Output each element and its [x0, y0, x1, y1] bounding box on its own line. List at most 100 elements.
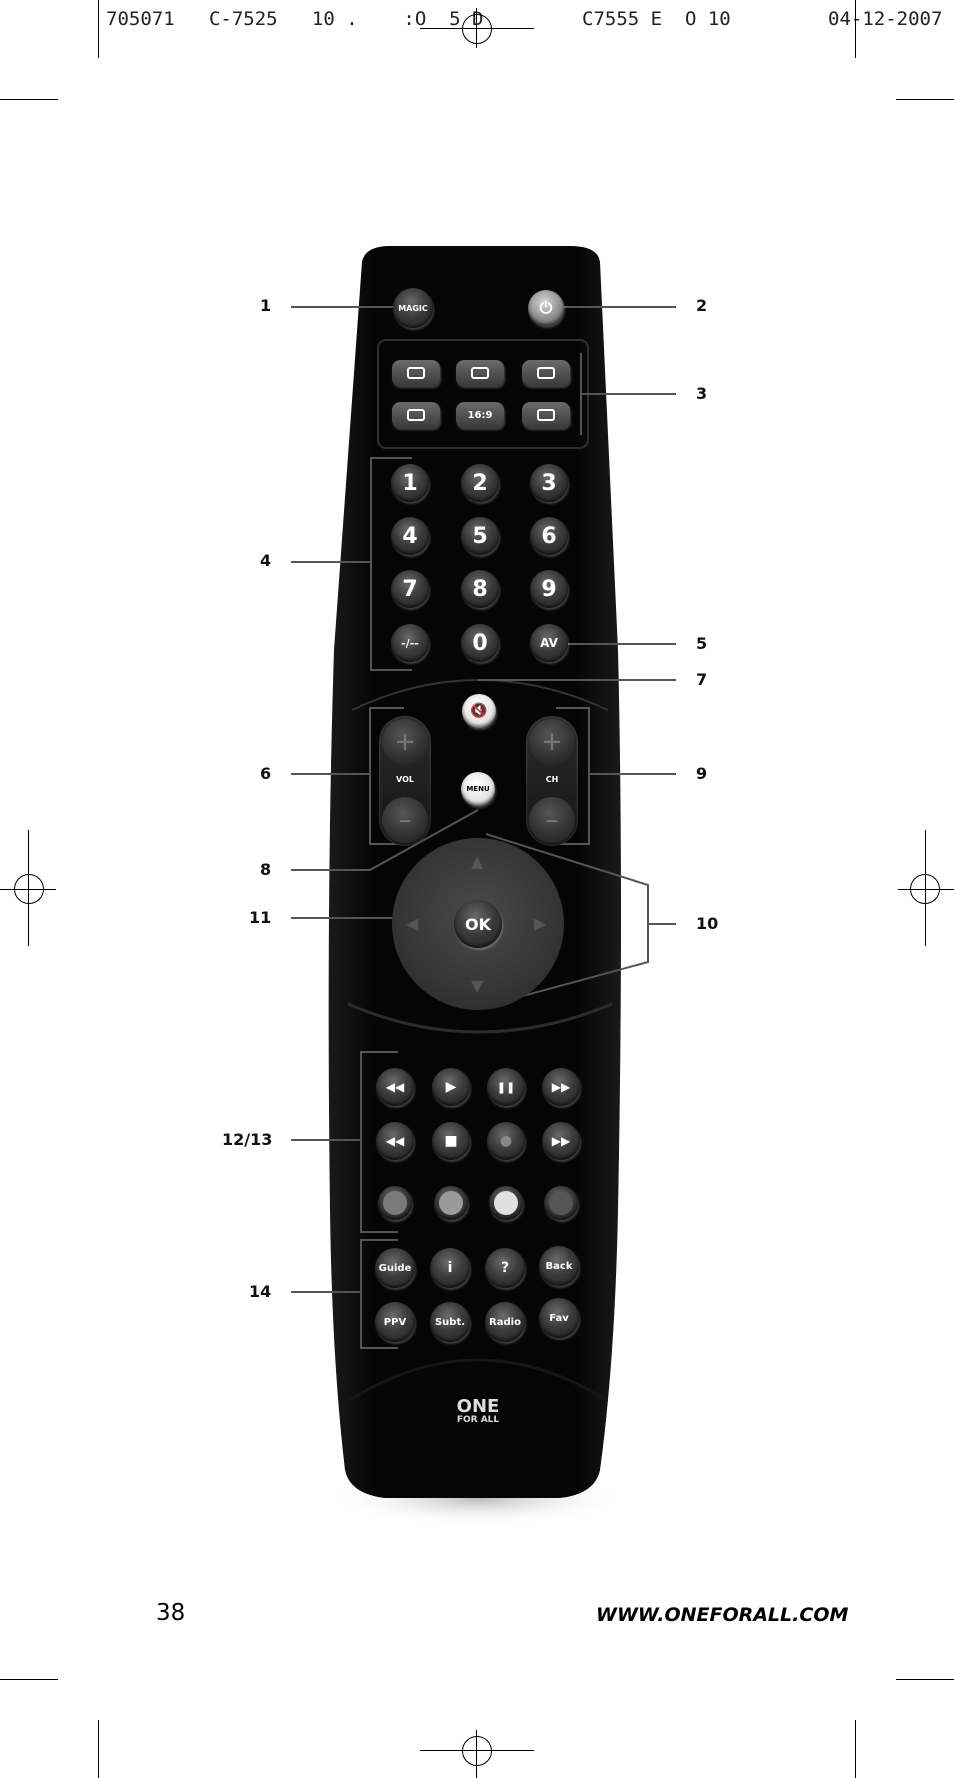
tv-button[interactable]	[522, 360, 570, 386]
menu-button[interactable]: MENU	[461, 772, 495, 806]
subpage-icon	[471, 367, 489, 379]
key-7[interactable]: 7	[391, 570, 429, 608]
skip-back-button[interactable]: ◀◀	[376, 1122, 414, 1160]
key-0[interactable]: 0	[461, 624, 499, 662]
callout-2: 2	[696, 296, 708, 315]
blue-key-fill	[549, 1191, 573, 1215]
crop-mark	[0, 1679, 58, 1680]
logo-for-all: FOR ALL	[456, 1415, 500, 1425]
teletext-button[interactable]	[392, 360, 440, 386]
registration-mark-icon	[462, 14, 492, 44]
play-button[interactable]: ▶	[432, 1068, 470, 1106]
mix-button[interactable]	[392, 402, 440, 428]
registration-mark-icon	[14, 874, 44, 904]
skip-forward-button[interactable]: ▶▶	[542, 1122, 580, 1160]
guide-button[interactable]: Guide	[375, 1248, 415, 1288]
volume-down-button[interactable]: –	[382, 797, 428, 843]
volume-label: VOL	[396, 775, 414, 784]
slug-middle: C7555 E O 10	[582, 8, 731, 30]
callout-14: 14	[249, 1282, 272, 1301]
crop-mark	[896, 99, 954, 100]
callout-11: 11	[249, 908, 272, 927]
teletext-icon	[407, 367, 425, 379]
callout-8: 8	[260, 860, 272, 879]
arrow-right-icon[interactable]: ▶	[534, 914, 547, 933]
blue-key[interactable]	[544, 1186, 578, 1220]
callout-10: 10	[696, 914, 719, 933]
back-button[interactable]: Back	[539, 1246, 579, 1286]
power-icon: ⏻	[539, 298, 553, 317]
volume-rocker: + VOL –	[379, 716, 431, 846]
key-6[interactable]: 6	[530, 517, 568, 555]
rewind-button[interactable]: ◀◀	[376, 1068, 414, 1106]
help-button[interactable]: ?	[485, 1248, 525, 1288]
radio-button[interactable]: Radio	[485, 1302, 525, 1342]
mix-icon	[407, 409, 425, 421]
magic-button[interactable]: MAGIC	[393, 288, 433, 328]
registration-mark-icon	[462, 1736, 492, 1766]
crop-mark	[855, 1720, 856, 1778]
key-1[interactable]: 1	[391, 464, 429, 502]
tv-screen-icon	[537, 367, 555, 379]
navigation-pad[interactable]: ▲ ▼ ◀ ▶	[392, 838, 564, 1010]
info-button[interactable]: i	[430, 1248, 470, 1288]
hold-icon	[537, 409, 555, 421]
arrow-left-icon[interactable]: ◀	[406, 914, 419, 933]
ok-button[interactable]: OK	[454, 900, 502, 948]
callout-5: 5	[696, 634, 708, 653]
mute-icon: 🔇	[470, 703, 488, 719]
key-3[interactable]: 3	[530, 464, 568, 502]
key-5[interactable]: 5	[461, 517, 499, 555]
registration-mark-icon	[910, 874, 940, 904]
green-key-fill	[439, 1191, 463, 1215]
crop-mark	[896, 1679, 954, 1680]
hold-button[interactable]	[522, 402, 570, 428]
power-button[interactable]: ⏻	[528, 290, 564, 326]
fast-forward-button[interactable]: ▶▶	[542, 1068, 580, 1106]
ppv-button[interactable]: PPV	[375, 1302, 415, 1342]
key-av[interactable]: AV	[530, 624, 568, 662]
subpage-button[interactable]	[456, 360, 504, 386]
callout-7: 7	[696, 670, 708, 689]
subtitle-button[interactable]: Subt.	[430, 1302, 470, 1342]
website-url: WWW.ONEFORALL.COM	[596, 1604, 849, 1626]
crop-mark	[855, 0, 856, 58]
key-8[interactable]: 8	[461, 570, 499, 608]
one-for-all-logo: ONE FOR ALL	[446, 1398, 510, 1425]
pause-button[interactable]: ❚❚	[487, 1068, 525, 1106]
yellow-key[interactable]	[489, 1186, 523, 1220]
key-digits[interactable]: -/--	[391, 624, 429, 662]
channel-up-button[interactable]: +	[529, 719, 575, 765]
arrow-up-icon[interactable]: ▲	[471, 852, 484, 871]
key-9[interactable]: 9	[530, 570, 568, 608]
yellow-key-fill	[494, 1191, 518, 1215]
crop-mark	[98, 0, 99, 58]
arrow-down-icon[interactable]: ▼	[471, 976, 484, 995]
volume-up-button[interactable]: +	[382, 719, 428, 765]
callout-3: 3	[696, 384, 708, 403]
slug-left: 705071 C-7525 10 . :O 5 D	[106, 8, 484, 30]
mute-button[interactable]: 🔇	[462, 694, 496, 728]
channel-rocker: + CH –	[526, 716, 578, 846]
key-2[interactable]: 2	[461, 464, 499, 502]
record-button[interactable]: ●	[487, 1122, 525, 1160]
key-4[interactable]: 4	[391, 517, 429, 555]
green-key[interactable]	[434, 1186, 468, 1220]
stop-button[interactable]: ■	[432, 1122, 470, 1160]
channel-down-button[interactable]: –	[529, 797, 575, 843]
red-key-fill	[383, 1191, 407, 1215]
red-key[interactable]	[378, 1186, 412, 1220]
channel-label: CH	[545, 775, 559, 784]
fav-button[interactable]: Fav	[539, 1298, 579, 1338]
crop-mark	[98, 1720, 99, 1778]
logo-one: ONE	[456, 1396, 500, 1417]
callout-9: 9	[696, 764, 708, 783]
callout-1: 1	[260, 296, 272, 315]
callout-12-13: 12/13	[222, 1130, 273, 1149]
page-number: 38	[156, 1600, 186, 1626]
callout-4: 4	[260, 551, 272, 570]
crop-mark	[0, 99, 58, 100]
aspect-16-9-button[interactable]: 16:9	[456, 402, 504, 428]
callout-6: 6	[260, 764, 272, 783]
slug-right: 04-12-2007	[828, 8, 943, 30]
